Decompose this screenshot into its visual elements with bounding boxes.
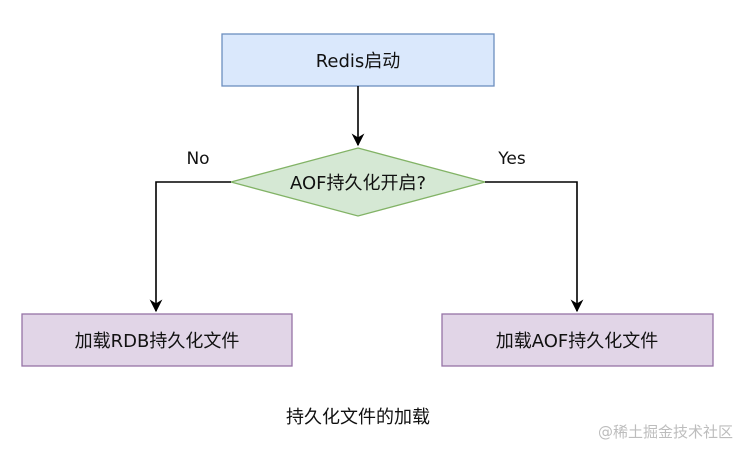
edge-yes-label: Yes [497,149,526,169]
load-aof-node-label: 加载AOF持久化文件 [496,331,659,352]
start-node-label: Redis启动 [316,51,401,72]
edge-no-label: No [186,149,209,169]
watermark-text: @稀土掘金技术社区 [598,423,733,441]
edge-no [149,181,231,313]
load-rdb-node-label: 加载RDB持久化文件 [75,331,240,352]
diagram-caption: 持久化文件的加载 [286,407,430,428]
decision-node-label: AOF持久化开启? [290,173,426,194]
start-node: Redis启动 [221,33,495,87]
decision-node: AOF持久化开启? [228,147,488,217]
load-aof-node: 加载AOF持久化文件 [441,313,714,367]
edge-yes [485,181,584,313]
load-rdb-node: 加载RDB持久化文件 [21,313,293,367]
